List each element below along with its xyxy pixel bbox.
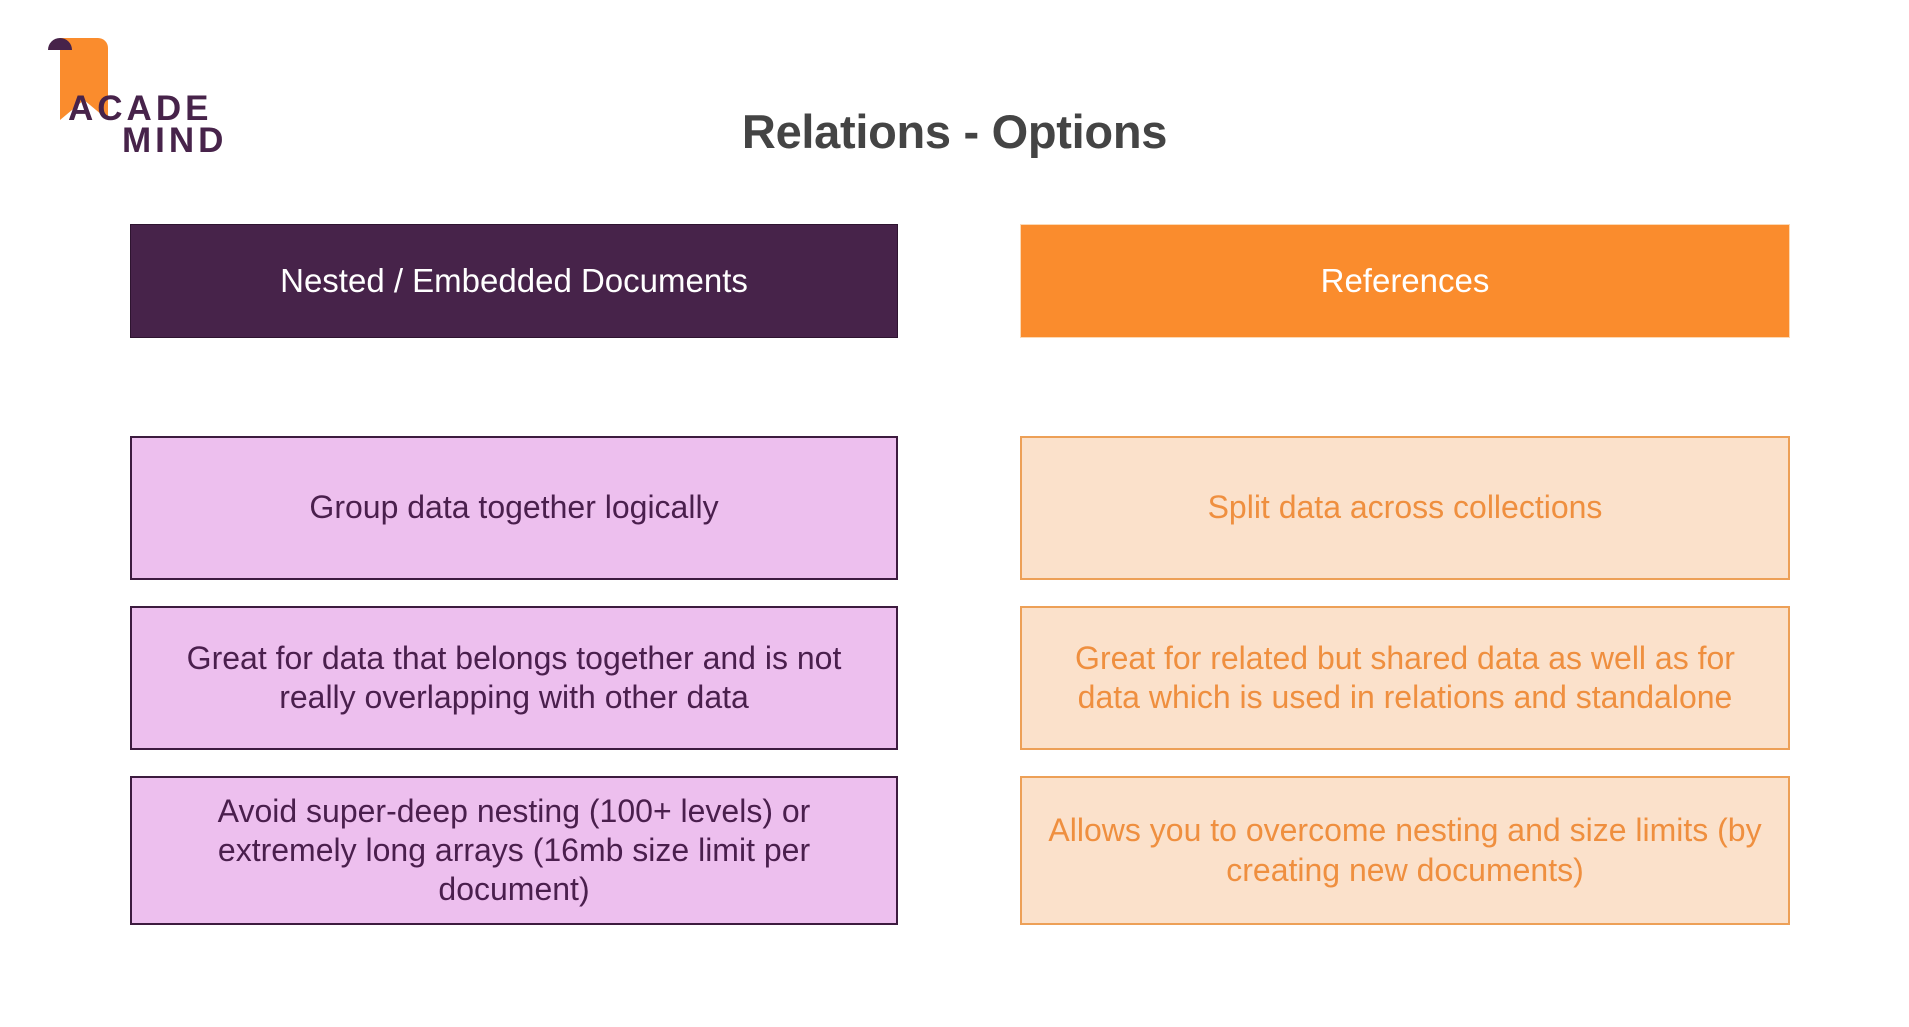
- references-item-2: Great for related but shared data as wel…: [1020, 606, 1790, 750]
- column-header-references: References: [1020, 224, 1790, 338]
- references-item-3: Allows you to overcome nesting and size …: [1020, 776, 1790, 925]
- svg-text:ACADE: ACADE: [68, 89, 212, 128]
- nested-item-2: Great for data that belongs together and…: [130, 606, 898, 750]
- references-item-1: Split data across collections: [1020, 436, 1790, 580]
- nested-item-3: Avoid super-deep nesting (100+ levels) o…: [130, 776, 898, 925]
- academind-logo: ACADE MIND: [46, 28, 256, 153]
- column-references: References Split data across collections…: [1020, 224, 1790, 925]
- column-header-nested: Nested / Embedded Documents: [130, 224, 898, 338]
- page-title: Relations - Options: [741, 105, 1168, 158]
- svg-text:MIND: MIND: [122, 121, 227, 153]
- nested-item-1: Group data together logically: [130, 436, 898, 580]
- column-nested: Nested / Embedded Documents Group data t…: [130, 224, 898, 925]
